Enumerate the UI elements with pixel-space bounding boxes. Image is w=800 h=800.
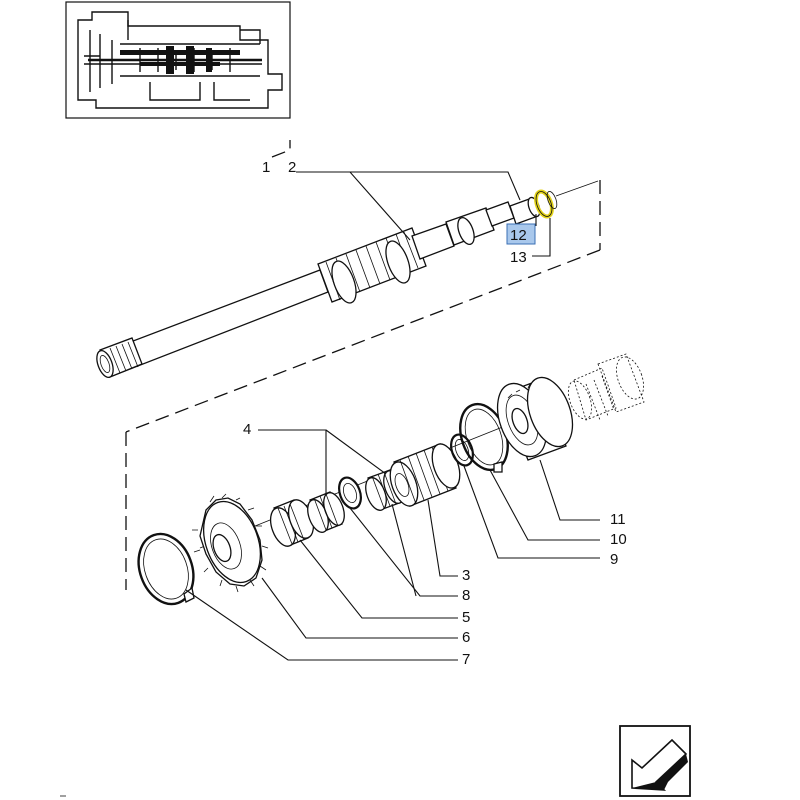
- leader-lines: [185, 171, 600, 661]
- label-12: 12: [510, 227, 527, 244]
- label-10: 10: [610, 531, 627, 548]
- label-7: 7: [462, 651, 470, 668]
- ghost-parts: [567, 353, 645, 421]
- location-thumbnail: [65, 1, 291, 119]
- label-9: 9: [610, 551, 618, 568]
- part-8-washer: [338, 476, 362, 510]
- label-2: 2: [288, 159, 296, 176]
- part-10-circlip: [459, 402, 509, 473]
- label-4: 4: [243, 421, 251, 438]
- part-4-needle-bearing-a: [307, 491, 345, 533]
- label-8: 8: [462, 587, 470, 604]
- label-13: 13: [510, 249, 527, 266]
- part-labels: 1 2 12 13 4 3 8 5 6 7 11 10 9: [243, 159, 627, 668]
- part-12-highlight: [506, 223, 536, 245]
- next-page-arrow-icon[interactable]: [619, 725, 691, 797]
- label-6: 6: [462, 629, 470, 646]
- shaft-gear-cluster: [317, 227, 427, 304]
- part-6-gear: [192, 493, 269, 593]
- part-11-synchro-hub: [496, 376, 574, 461]
- part-9-ring: [450, 433, 474, 467]
- part-7-circlip: [137, 532, 195, 606]
- label-5: 5: [462, 609, 470, 626]
- part-3-double-gear: [389, 443, 461, 507]
- label-1: 1: [262, 159, 270, 176]
- part-13-snap-ring: [534, 189, 558, 219]
- shaft-spline-end: [96, 337, 143, 379]
- label-3: 3: [462, 567, 470, 584]
- label-11: 11: [610, 511, 626, 528]
- main-shaft: [96, 201, 515, 379]
